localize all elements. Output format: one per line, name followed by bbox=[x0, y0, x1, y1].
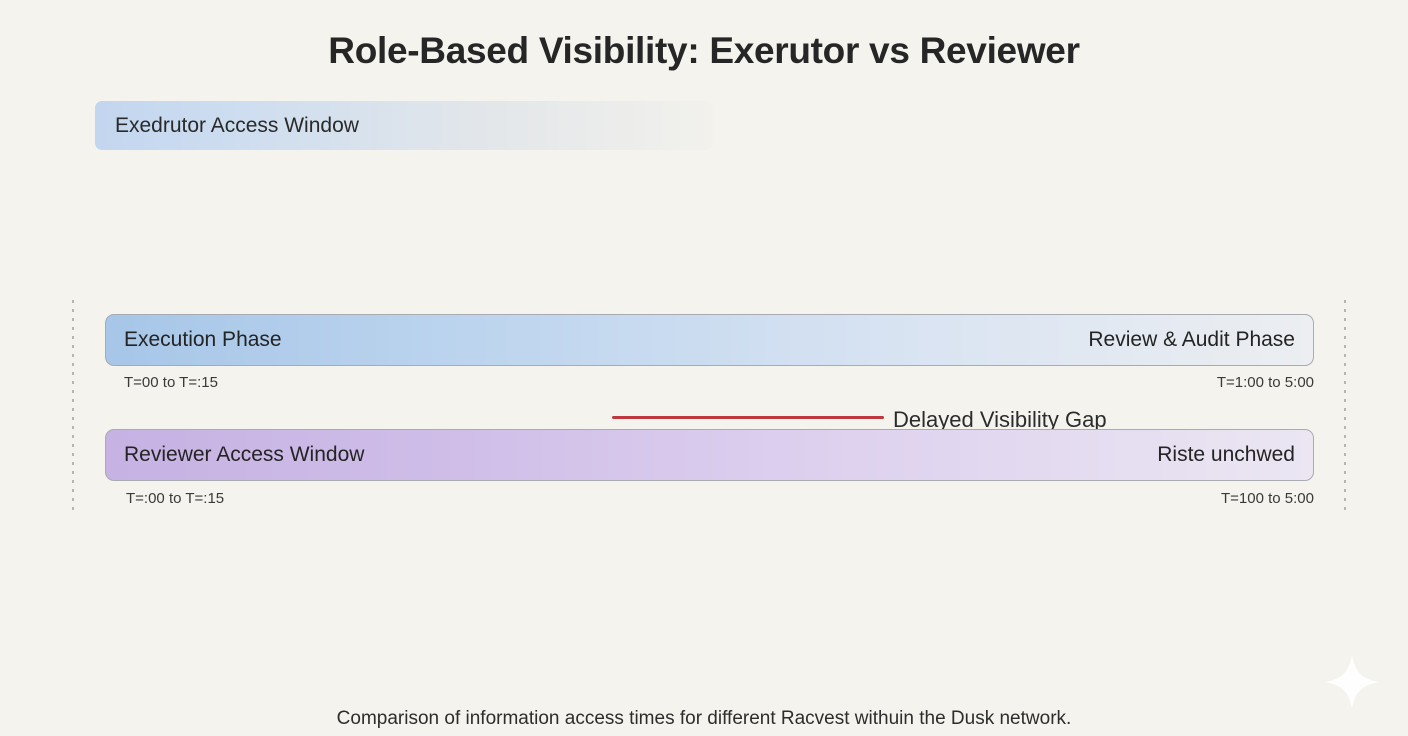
executor-access-window-band: Exedrutor Access Window bbox=[95, 101, 713, 150]
execution-phase-label: Execution Phase bbox=[124, 328, 282, 351]
reviewer-range-start: T=:00 to T=:15 bbox=[126, 490, 225, 507]
execution-range-end: T=1:00 to 5:00 bbox=[1216, 374, 1314, 391]
figure-caption: Comparison of information access times f… bbox=[336, 708, 1072, 729]
executor-access-window-label: Exedrutor Access Window bbox=[115, 113, 359, 137]
delayed-visibility-gap-line bbox=[612, 416, 884, 419]
timeline-guide-right bbox=[1344, 300, 1346, 516]
timeline-row-execution[interactable]: Execution Phase Review & Audit Phase bbox=[105, 314, 1314, 366]
timeline-row-reviewer[interactable]: Reviewer Access Window Riste unchwed bbox=[105, 429, 1314, 481]
reviewer-right-label: Riste unchwed bbox=[1157, 443, 1295, 466]
reviewer-range-end: T=100 to 5:00 bbox=[1221, 490, 1314, 507]
sparkle-icon bbox=[1325, 655, 1379, 709]
reviewer-access-window-label: Reviewer Access Window bbox=[124, 443, 365, 466]
timeline-guide-left bbox=[72, 300, 74, 516]
page-title: Role-Based Visibility: Exerutor vs Revie… bbox=[328, 30, 1080, 71]
review-audit-phase-label: Review & Audit Phase bbox=[1088, 328, 1295, 351]
execution-range-start: T=00 to T=:15 bbox=[124, 374, 218, 391]
delayed-visibility-gap-label: Delayed Visibility Gap bbox=[893, 407, 1107, 432]
